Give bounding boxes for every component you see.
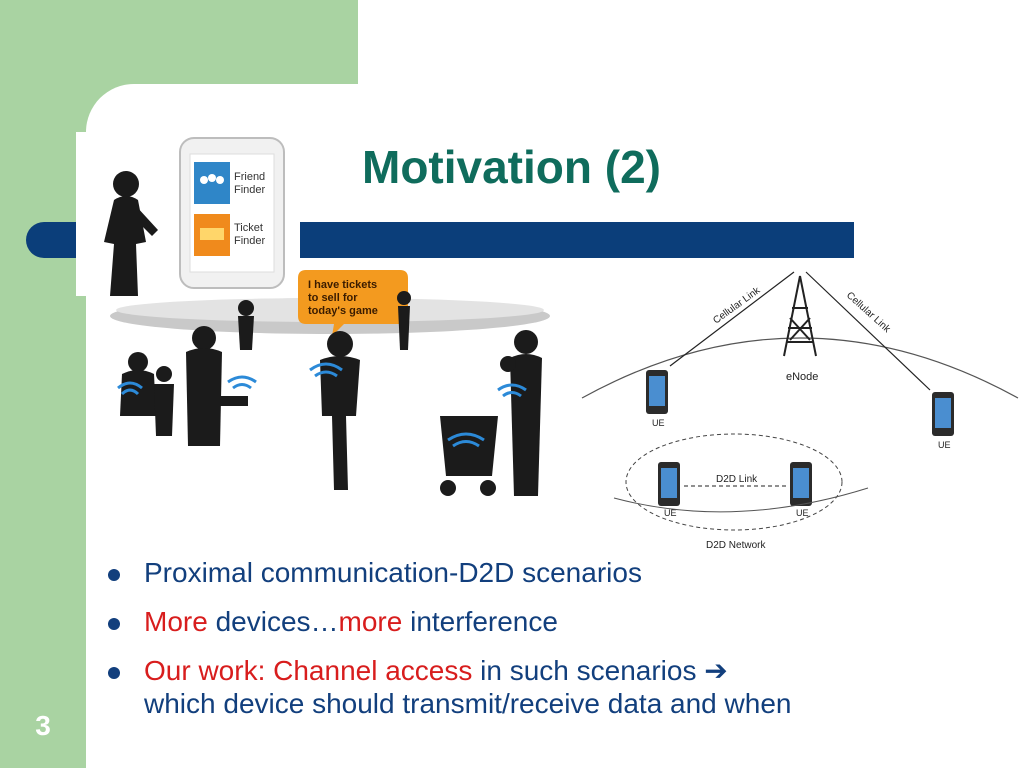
- woman-silhouette: [104, 171, 158, 296]
- tile1-line2: Finder: [234, 184, 266, 196]
- speech-bubble: I have tickets to sell for today's game: [298, 270, 408, 336]
- arrow-right-icon: ➔: [704, 655, 728, 686]
- ue-label: UE: [652, 418, 665, 428]
- d2d-network-label: D2D Network: [706, 540, 766, 551]
- page-number: 3: [35, 710, 51, 741]
- bubble-line3: today's game: [308, 305, 378, 317]
- bubble-line2: to sell for: [308, 292, 358, 304]
- slide-title: Motivation (2): [362, 141, 661, 193]
- ue-phone-icon: [646, 370, 954, 506]
- crowd-illustration: I have tickets to sell for today's game: [110, 270, 550, 496]
- cellular-link-left-line: [669, 271, 795, 367]
- cell-coverage-arc: [581, 337, 1019, 399]
- ue-label: UE: [664, 508, 677, 518]
- tower-icon: [783, 275, 817, 357]
- friend-finder-icon: [194, 162, 230, 204]
- cellular-link-right-line: [805, 271, 931, 391]
- ue-label: UE: [796, 508, 809, 518]
- cellular-link-right-label: Cellular Link: [844, 290, 893, 336]
- phone-app-illustration: Friend Finder Ticket Finder: [76, 132, 300, 296]
- d2d-network-boundary: [625, 433, 843, 531]
- wifi-signal-icons: [117, 362, 527, 448]
- people-silhouettes: [120, 291, 542, 496]
- bullet-list: Proximal communication-D2D scenarios Mor…: [104, 556, 1004, 736]
- tile2-line1: Ticket: [234, 222, 263, 234]
- ue-label: UE: [938, 440, 951, 450]
- bullet-item: Proximal communication-D2D scenarios: [104, 556, 1004, 589]
- title-underline-bar-secondary: [300, 244, 580, 258]
- bullet-item: More devices…more interference: [104, 605, 1004, 638]
- d2d-link-label: D2D Link: [716, 474, 758, 485]
- bubble-line1: I have tickets: [308, 279, 377, 291]
- cellular-link-left-label: Cellular Link: [711, 285, 763, 327]
- bullet-item: Our work: Channel access in such scenari…: [104, 654, 1004, 720]
- tile1-line1: Friend: [234, 171, 265, 183]
- tile2-line2: Finder: [234, 235, 266, 247]
- enode-label: eNode: [786, 371, 818, 383]
- network-diagram: eNode Cellular Link Cellular Link UE UE …: [581, 271, 1019, 551]
